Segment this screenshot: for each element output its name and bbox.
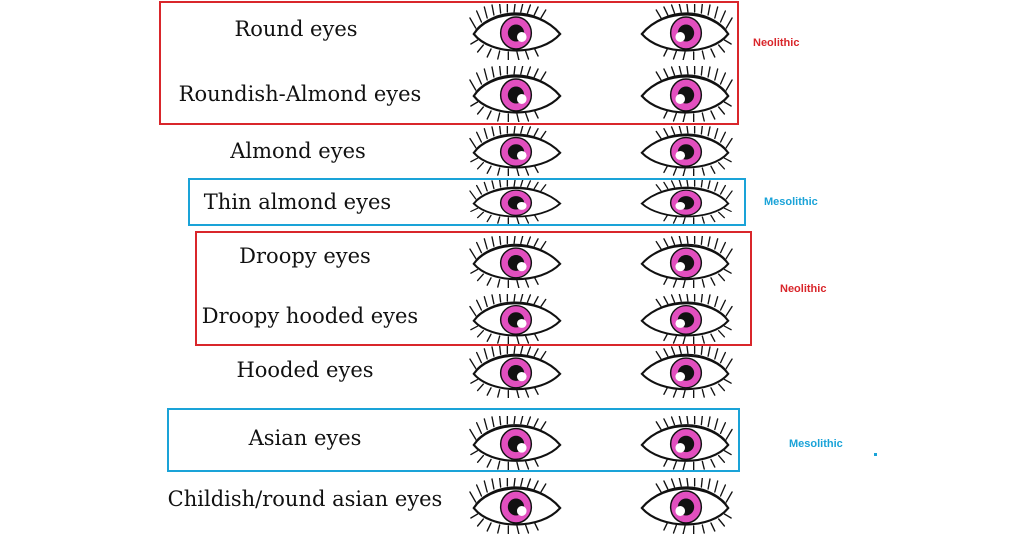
era-label-neolithic-2: Neolithic — [780, 283, 827, 295]
right-eye-icon — [638, 416, 734, 470]
right-eye-icon — [638, 294, 734, 344]
right-eye-icon — [638, 66, 734, 122]
eye-type-label: Asian eyes — [248, 426, 362, 450]
eye-type-label: Thin almond eyes — [203, 190, 392, 214]
left-eye-icon — [468, 416, 564, 470]
left-eye-icon — [468, 66, 564, 122]
left-eye-icon — [468, 346, 564, 398]
left-eye-icon — [468, 236, 564, 288]
right-eye-icon — [638, 236, 734, 288]
eye-type-label: Childish/round asian eyes — [167, 487, 443, 511]
eye-type-label: Roundish-Almond eyes — [178, 82, 422, 106]
left-eye-icon — [468, 126, 564, 176]
right-eye-icon — [638, 126, 734, 176]
right-eye-icon — [638, 4, 734, 60]
right-eye-icon — [638, 346, 734, 398]
right-eye-icon — [638, 478, 734, 534]
group-box-mesolithic-1 — [188, 178, 746, 226]
left-eye-icon — [468, 180, 564, 224]
eye-type-label: Hooded eyes — [236, 358, 374, 382]
era-label-neolithic-1: Neolithic — [753, 37, 800, 49]
left-eye-icon — [468, 478, 564, 534]
eye-type-label: Almond eyes — [230, 139, 366, 163]
left-eye-icon — [468, 294, 564, 344]
group-box-mesolithic-2 — [167, 408, 740, 472]
era-label-mesolithic-1: Mesolithic — [764, 196, 818, 208]
eye-type-label: Droopy hooded eyes — [201, 304, 419, 328]
left-eye-icon — [468, 4, 564, 60]
right-eye-icon — [638, 180, 734, 224]
stray-dot — [874, 453, 877, 456]
eye-type-label: Round eyes — [234, 17, 358, 41]
group-box-neolithic-1 — [159, 1, 739, 125]
group-box-neolithic-2 — [195, 231, 752, 346]
era-label-mesolithic-2: Mesolithic — [789, 438, 843, 450]
eye-type-label: Droopy eyes — [239, 244, 371, 268]
